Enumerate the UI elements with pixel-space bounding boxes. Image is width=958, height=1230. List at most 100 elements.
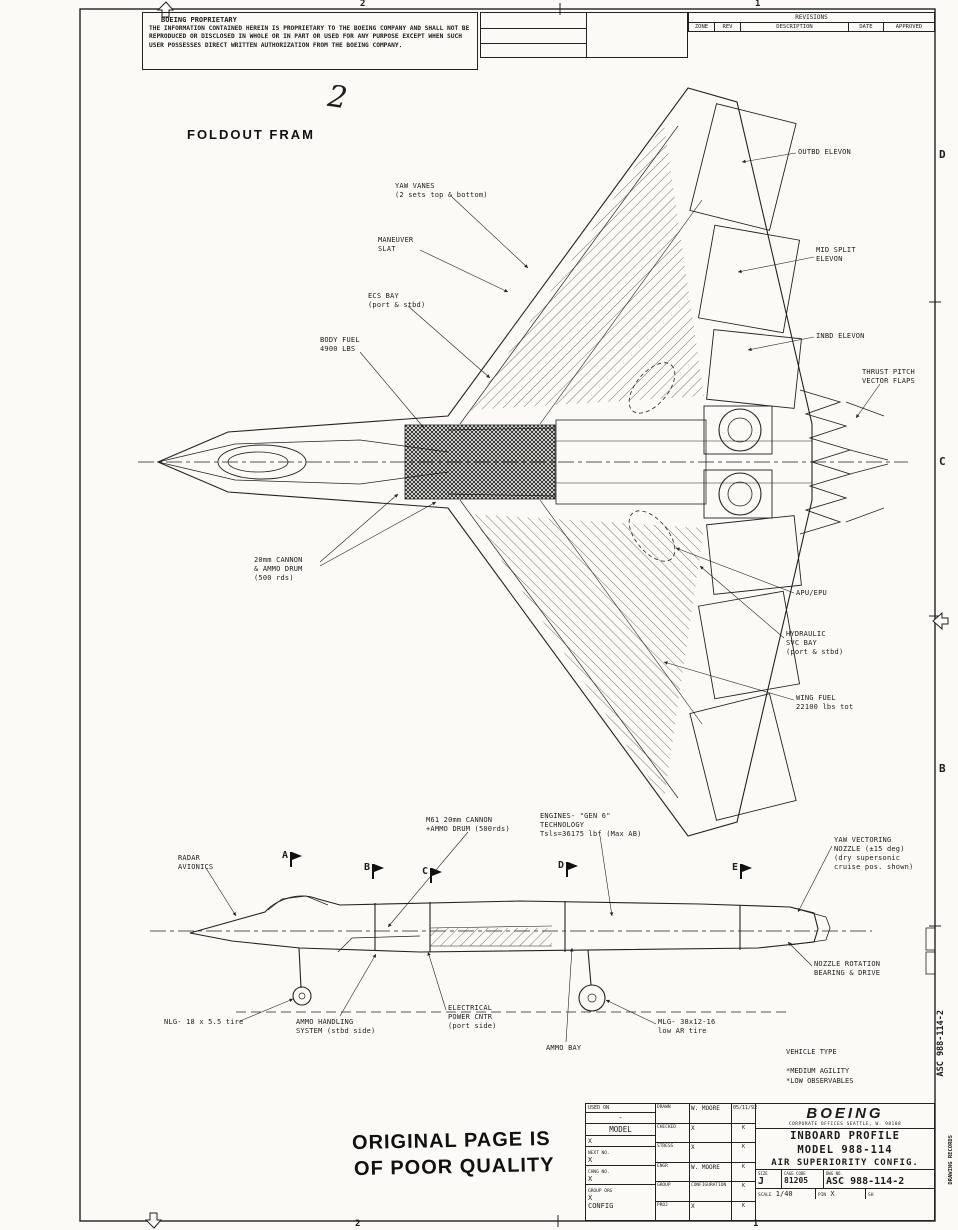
dwg-no-cell: DWG NO. ASC 988-114-2 (824, 1170, 934, 1188)
zone-label-right-d: D (939, 148, 946, 161)
section-flag-icon (372, 864, 385, 879)
quality-stamp-line2: OF POOR QUALITY (353, 1153, 555, 1181)
sign-label: GROUP (656, 1182, 690, 1201)
chng-no-cell: CHNG NO. X (586, 1166, 655, 1185)
zone-label-right-c: C (939, 455, 946, 468)
scale-row: SCALE 1/40 PIN X SH (756, 1188, 934, 1199)
scale-label: SCALE (758, 1193, 772, 1198)
sheet-frame (79, 1, 949, 1229)
model-value: X (586, 1136, 655, 1147)
sign-mark: K (731, 1201, 755, 1220)
section-letter: D (558, 860, 565, 871)
model-label: MODEL (586, 1124, 655, 1136)
vehicle-type-item: *MEDIUM AGILITY (786, 1066, 850, 1075)
callout-cannon-ammo-drum: 20mm CANNON & AMMO DRUM (500 rds) (254, 556, 303, 583)
sign-label: DRAWN (656, 1104, 690, 1123)
sign-row-proj: PROJ X K (656, 1201, 755, 1220)
reference-box-line (481, 43, 586, 44)
company-logo: BOEING (806, 1105, 884, 1122)
edge-drawing-records: DRAWING RECORDS (948, 1135, 954, 1185)
title-block: USED ON - MODEL X NEXT NO. X CHNG NO. X … (585, 1103, 935, 1221)
revisions-title: REVISIONS (689, 13, 934, 23)
revisions-table: REVISIONS ZONE REV DESCRIPTION DATE APPR… (688, 12, 935, 32)
sign-value: CONFIGURATION (691, 1183, 727, 1188)
zone-label-right-b: B (939, 762, 946, 775)
callout-yaw-vectoring-nozzle: YAW VECTORING NOZZLE (±15 deg) (dry supe… (834, 836, 914, 872)
zone-label-top-2: 2 (360, 0, 366, 9)
chng-no-label: CHNG NO. (588, 1170, 610, 1175)
size-value: J (758, 1176, 765, 1187)
sheet-label: SH (868, 1193, 874, 1198)
group-org-label: GROUP ORG (588, 1189, 613, 1194)
leader-lines (205, 152, 881, 1043)
revisions-header-approved: APPROVED (895, 24, 923, 30)
callout-m61-cannon: M61 20mm CANNON +AMMO DRUM (500rds) (426, 816, 510, 834)
revisions-header-row: ZONE REV DESCRIPTION DATE APPROVED (689, 23, 934, 31)
section-letter: E (732, 862, 739, 873)
next-no-label: NEXT NO. (588, 1151, 610, 1156)
revisions-header-rev: REV (715, 23, 741, 31)
section-marker-a: A (282, 850, 303, 867)
chng-no-value: X (588, 1175, 593, 1183)
callout-ecs-bay: ECS BAY (port & stbd) (368, 292, 426, 310)
sign-value: X (691, 1124, 695, 1132)
title-block-used-on-column: USED ON - MODEL X NEXT NO. X CHNG NO. X … (586, 1104, 656, 1220)
edge-dwg-number: ASC 988-114-2 (936, 1010, 946, 1077)
drawing-number-row: SIZE J CAGE CODE 81205 DWG NO. ASC 988-1… (756, 1169, 934, 1188)
reference-box-divider (586, 13, 587, 57)
sign-label: ENGR (656, 1162, 690, 1181)
callout-maneuver-slat: MANEUVER SLAT (378, 236, 414, 254)
top-view-drawing (138, 87, 908, 837)
sign-row-group: GROUP CONFIGURATION K (656, 1182, 755, 1202)
fold-arrow-top-icon (156, 1, 175, 18)
revisions-header-zone: ZONE (689, 23, 715, 31)
proprietary-body: THE INFORMATION CONTAINED HEREIN IS PROP… (149, 25, 470, 49)
callout-outbd-elevon: OUTBD ELEVON (798, 148, 851, 156)
zone-label-bottom-2: 2 (355, 1219, 361, 1229)
sign-value: X (691, 1202, 695, 1210)
quality-stamp-line1: ORIGINAL PAGE IS (351, 1127, 551, 1155)
callout-inbd-elevon: INBD ELEVON (816, 332, 865, 340)
callout-ammo-bay: AMMO BAY (546, 1044, 582, 1052)
company-block: BOEING CORPORATE OFFICES SEATTLE, W. 981… (756, 1104, 934, 1129)
sign-value: W. MOORE (691, 1105, 720, 1112)
dwg-no-label: DWG NO. (826, 1171, 843, 1176)
section-flag-icon (290, 852, 303, 867)
sheet-cell: SH (866, 1189, 934, 1199)
vehicle-type-block: VEHICLE TYPE *MEDIUM AGILITY *LOW OBSERV… (786, 1048, 853, 1086)
section-flag-icon (566, 862, 579, 877)
sign-value: W. MOORE (691, 1163, 720, 1171)
callout-body-fuel: BODY FUEL 4900 LBS (320, 336, 360, 354)
vehicle-type-title: VEHICLE TYPE (786, 1048, 837, 1056)
model-dash: - (586, 1113, 655, 1124)
section-flag-icon (430, 868, 443, 883)
callout-mlg-tire: MLG- 38x12-16 low AR tire (658, 1018, 716, 1036)
group-org-sub: CONFIG (588, 1202, 614, 1210)
size-label: SIZE (758, 1171, 768, 1176)
sign-row-engr: ENGR W. MOORE K (656, 1162, 755, 1182)
cage-code-label: CAGE CODE (784, 1171, 806, 1176)
sign-label: CHECKED (656, 1123, 690, 1142)
cage-code-value: 81205 (784, 1176, 809, 1185)
callout-apu-epu: APU/EPU (796, 589, 827, 597)
group-org-value: X (588, 1194, 593, 1202)
sign-value: X (691, 1144, 695, 1151)
pin-cell: PIN X (816, 1189, 866, 1199)
reference-box-line (481, 28, 586, 29)
section-marker-d: D (558, 860, 579, 877)
revisions-header-description: DESCRIPTION (741, 23, 849, 31)
next-no-value: X (588, 1156, 593, 1164)
section-letter: C (422, 866, 429, 877)
sign-mark: 05/11/92 (731, 1104, 757, 1123)
dwg-no-value: ASC 988-114-2 (826, 1176, 905, 1187)
vehicle-type-item: *LOW OBSERVABLES (786, 1076, 854, 1085)
section-marker-e: E (732, 862, 753, 879)
scale-value: 1/40 (775, 1190, 793, 1198)
cage-code-cell: CAGE CODE 81205 (782, 1170, 824, 1188)
sign-mark: K (731, 1143, 755, 1162)
scale-cell: SCALE 1/40 (756, 1189, 816, 1199)
sign-row-drawn: DRAWN W. MOORE 05/11/92 (656, 1104, 757, 1124)
side-view-drawing (150, 895, 872, 1013)
